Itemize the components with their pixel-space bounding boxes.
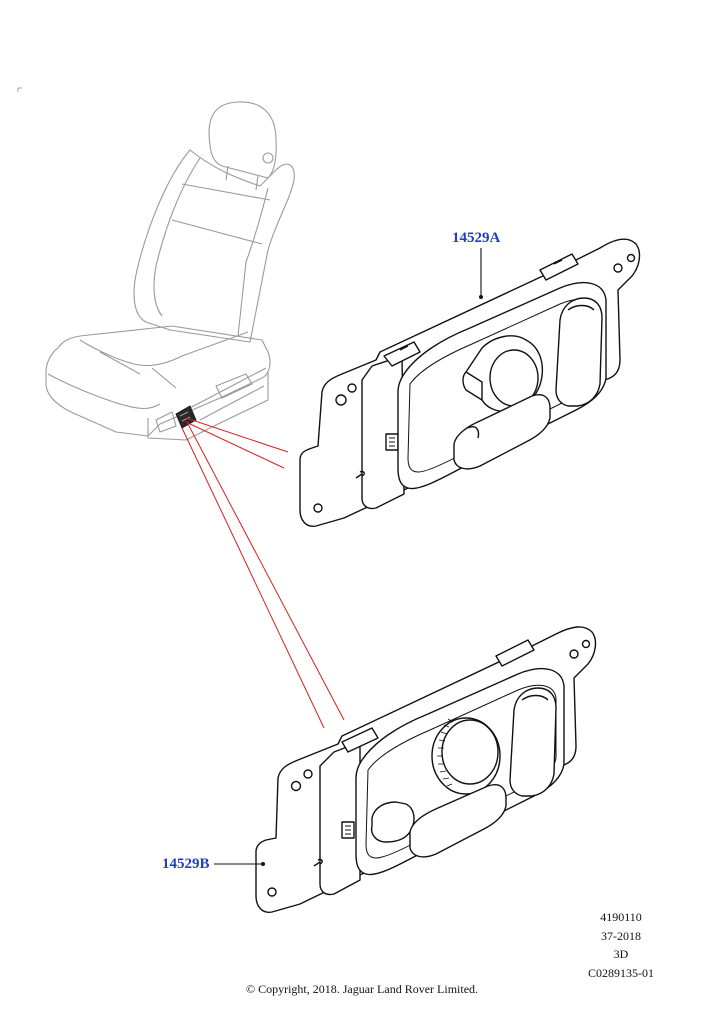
- reference-line-1: 4190110: [600, 910, 642, 924]
- leader-line-a1: [185, 417, 289, 453]
- reference-line-3: 3D: [613, 947, 629, 961]
- switch-location-marker: [175, 405, 197, 429]
- reference-line-2: 37-2018: [601, 928, 641, 943]
- copyright-notice: © Copyright, 2018. Jaguar Land Rover Lim…: [245, 982, 479, 996]
- leader-line-b2: [187, 423, 345, 721]
- knob-knurling: [437, 718, 454, 787]
- leader-line-a2: [185, 421, 285, 469]
- reference-line-4: C0289135-01: [588, 965, 654, 980]
- callout-14529a[interactable]: 14529A: [452, 230, 501, 246]
- switch-pack-14529b: [214, 626, 597, 913]
- leader-line-b1: [181, 427, 325, 729]
- switch-pack-14529a: [299, 238, 641, 527]
- callout-14529b[interactable]: 14529B: [162, 856, 210, 872]
- leader-lines: [181, 417, 345, 729]
- illustration-reference: 4190110 37-2018 3D C0289135-01: [585, 908, 657, 982]
- corner-mark: [17, 87, 22, 92]
- seat-illustration: [45, 101, 295, 441]
